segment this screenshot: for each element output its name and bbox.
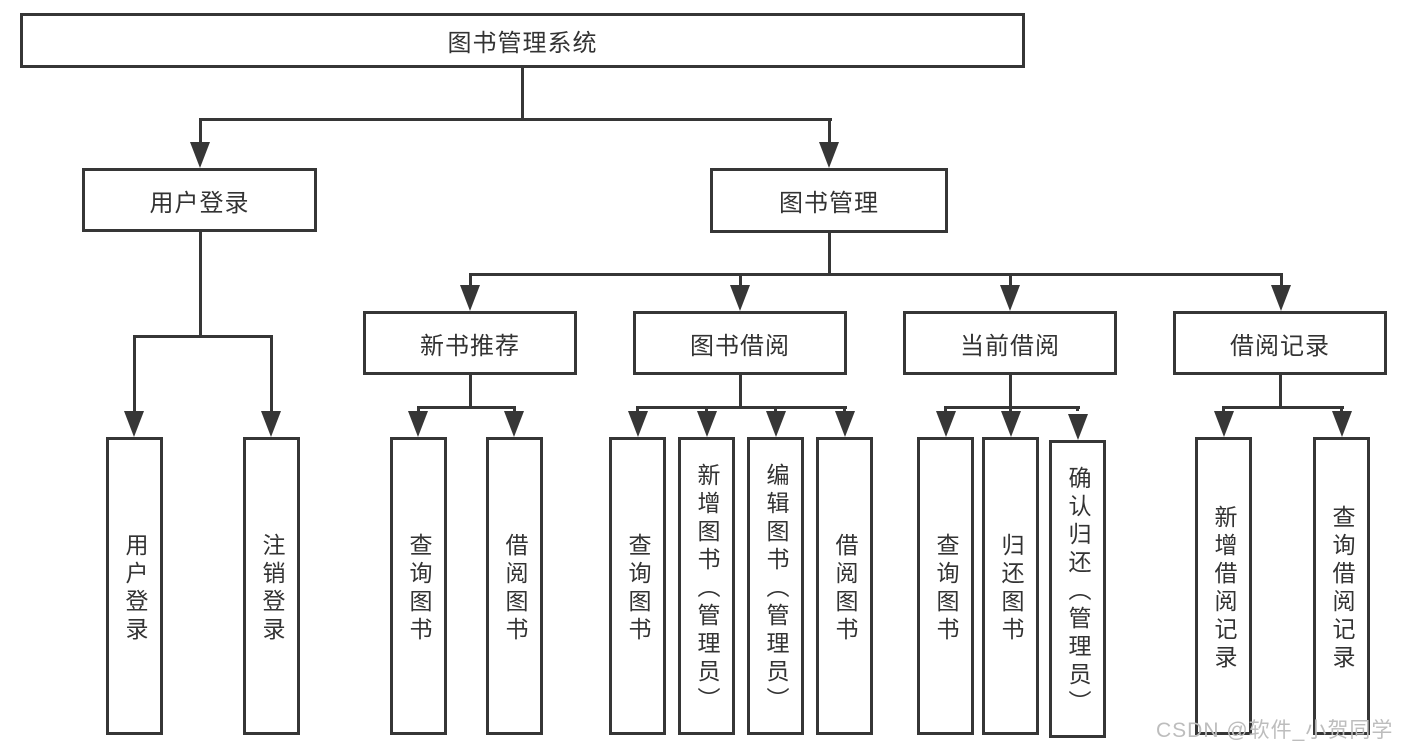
arrowhead-down-icon	[460, 285, 480, 311]
arrowhead-down-icon	[408, 411, 428, 437]
arrowhead-down-icon	[261, 411, 281, 437]
arrowhead-down-icon	[936, 411, 956, 437]
connector-line	[739, 375, 742, 406]
connector-line	[636, 406, 639, 411]
connector-line	[469, 375, 472, 406]
arrowhead-down-icon	[1068, 414, 1088, 440]
node-user-login-branch: 用户登录	[82, 168, 317, 232]
arrowhead-down-icon	[1271, 285, 1291, 311]
connector-line	[1279, 375, 1282, 406]
arrowhead-down-icon	[504, 411, 524, 437]
connector-line	[513, 406, 516, 411]
arrowhead-down-icon	[190, 142, 210, 168]
arrowhead-down-icon	[1000, 285, 1020, 311]
connector-line	[270, 335, 273, 411]
connector-line	[1009, 273, 1012, 285]
connector-line	[1009, 406, 1012, 411]
connector-line	[636, 406, 847, 409]
connector-line	[828, 118, 831, 144]
connector-line	[417, 406, 516, 409]
connector-line	[739, 273, 742, 285]
arrowhead-down-icon	[1214, 411, 1234, 437]
connector-line	[469, 273, 1283, 276]
connector-line	[828, 233, 831, 273]
connector-line	[133, 335, 136, 411]
arrowhead-down-icon	[1001, 411, 1021, 437]
connector-line	[944, 406, 1080, 409]
leaf-query-books-2: 查询图书	[609, 437, 666, 735]
connector-line	[1076, 406, 1079, 411]
leaf-borrow-books-2: 借阅图书	[816, 437, 873, 735]
connector-line	[944, 406, 947, 411]
leaf-return-books: 归还图书	[982, 437, 1039, 735]
connector-line	[199, 118, 832, 121]
leaf-add-borrow-record: 新增借阅记录	[1195, 437, 1252, 735]
arrowhead-down-icon	[766, 411, 786, 437]
connector-line	[417, 406, 420, 411]
leaf-confirm-return-admin: 确认归还（管理员）	[1049, 440, 1106, 738]
connector-line	[199, 232, 202, 335]
arrowhead-down-icon	[835, 411, 855, 437]
node-new-book-recommend: 新书推荐	[363, 311, 577, 375]
leaf-user-login: 用户登录	[106, 437, 163, 735]
arrowhead-down-icon	[730, 285, 750, 311]
node-current-borrow: 当前借阅	[903, 311, 1117, 375]
arrowhead-down-icon	[819, 142, 839, 168]
leaf-logout: 注销登录	[243, 437, 300, 735]
csdn-watermark: CSDN @软件_小贺同学	[1156, 719, 1394, 742]
connector-line	[133, 335, 273, 338]
connector-line	[1222, 406, 1225, 411]
arrowhead-down-icon	[1332, 411, 1352, 437]
connector-line	[1009, 375, 1012, 406]
connector-line	[1340, 406, 1343, 411]
leaf-query-books-3: 查询图书	[917, 437, 974, 735]
node-book-management-branch: 图书管理	[710, 168, 948, 233]
leaf-query-borrow-record: 查询借阅记录	[1313, 437, 1370, 735]
arrowhead-down-icon	[697, 411, 717, 437]
arrowhead-down-icon	[124, 411, 144, 437]
leaf-edit-books-admin: 编辑图书（管理员）	[747, 437, 804, 735]
connector-line	[1222, 406, 1344, 409]
node-root-system: 图书管理系统	[20, 13, 1025, 68]
connector-line	[1280, 273, 1283, 285]
node-borrow-records: 借阅记录	[1173, 311, 1387, 375]
leaf-borrow-books-1: 借阅图书	[486, 437, 543, 735]
leaf-query-books-1: 查询图书	[390, 437, 447, 735]
connector-line	[774, 406, 777, 411]
connector-line	[521, 68, 524, 118]
node-book-borrow: 图书借阅	[633, 311, 847, 375]
leaf-add-books-admin: 新增图书（管理员）	[678, 437, 735, 735]
connector-line	[199, 118, 202, 144]
connector-line	[705, 406, 708, 411]
connector-line	[469, 273, 472, 285]
connector-line	[843, 406, 846, 411]
arrowhead-down-icon	[628, 411, 648, 437]
